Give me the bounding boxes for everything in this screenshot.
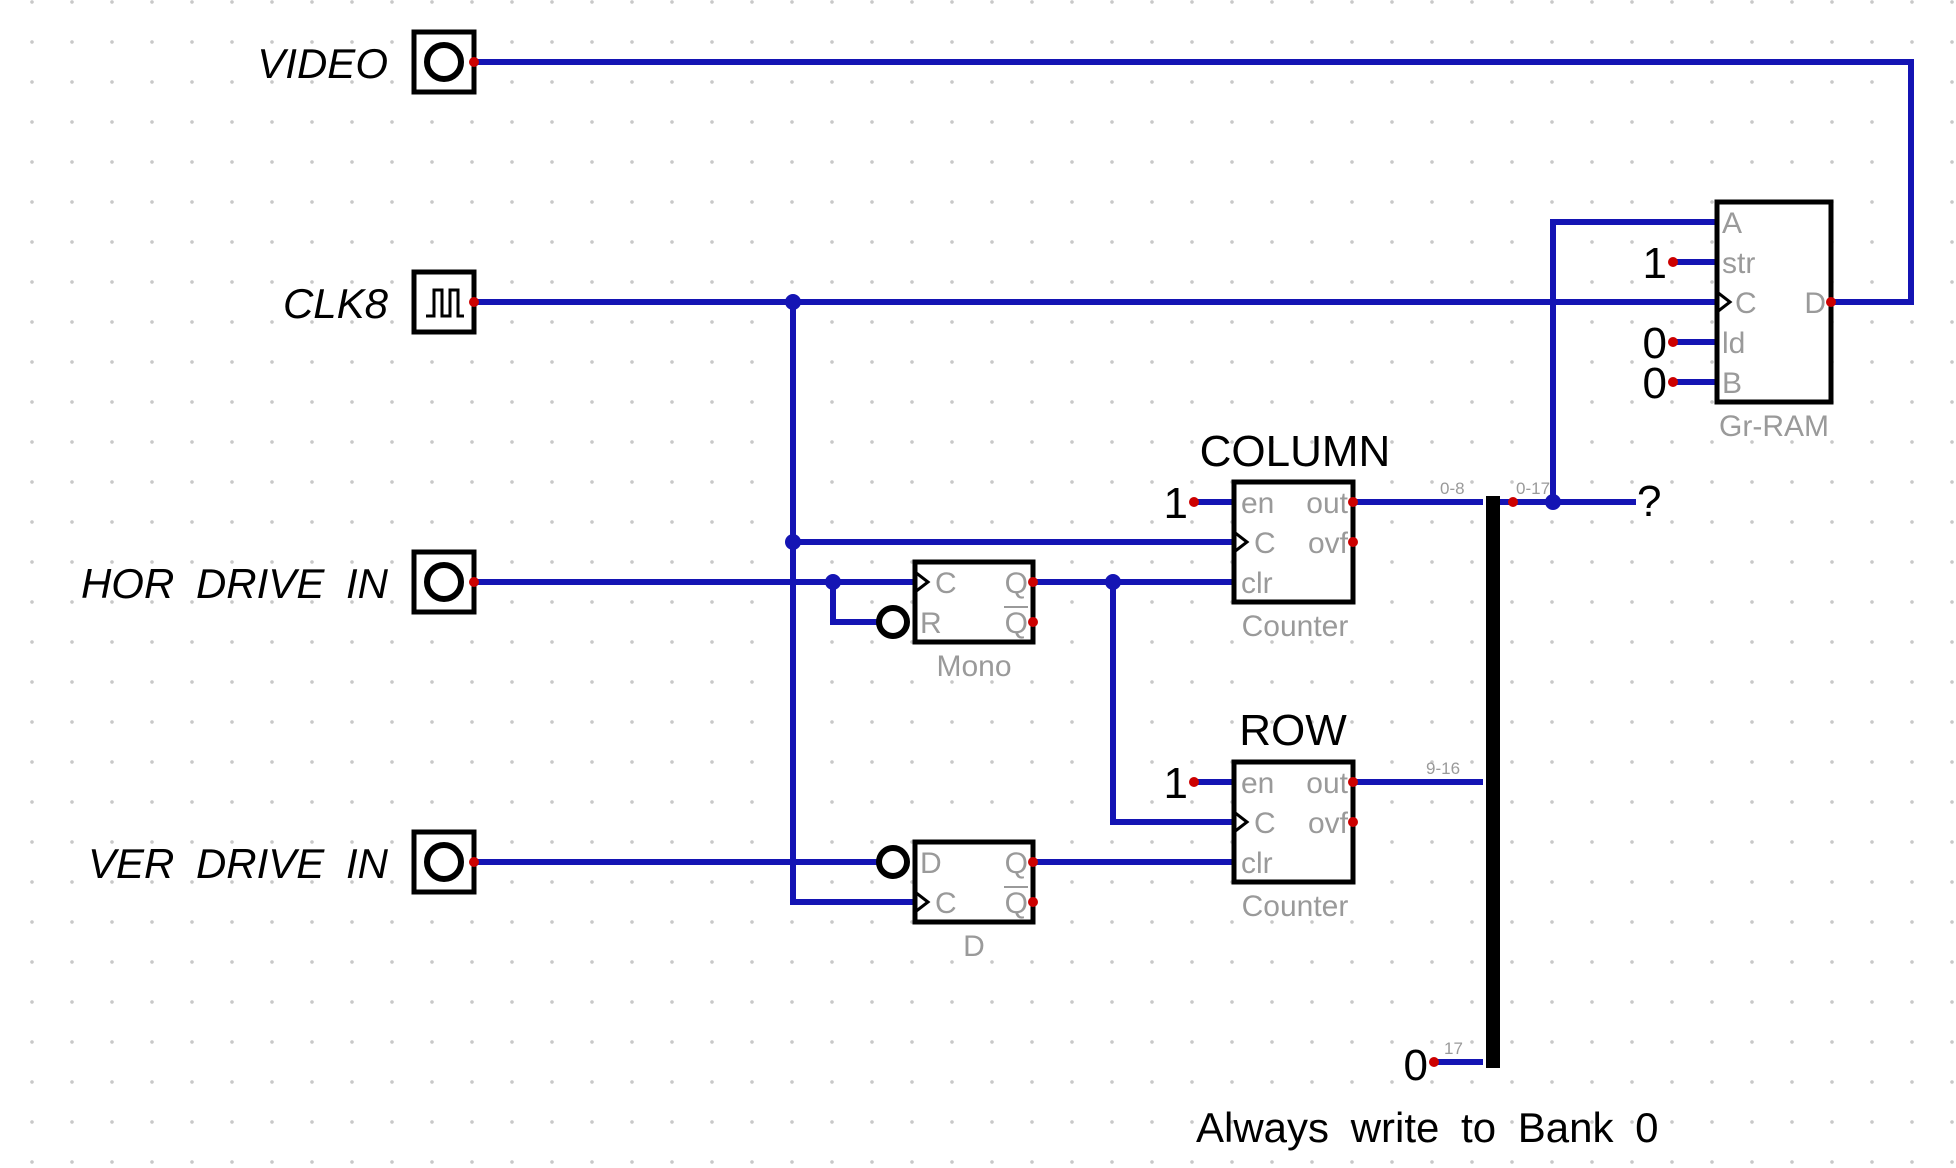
ram-str-const: 1 xyxy=(1643,239,1667,288)
dff-pin-qn: Q xyxy=(1005,887,1028,920)
ram-pin-ld: ld xyxy=(1722,327,1745,360)
wire-video xyxy=(471,59,1914,305)
dff-pin-d: D xyxy=(920,847,942,880)
wire-ram-a xyxy=(1550,219,1720,505)
column-counter[interactable]: en out C ovf clr xyxy=(1189,479,1358,605)
column-pin-c: C xyxy=(1254,527,1276,560)
input-hor-drive[interactable] xyxy=(411,549,479,615)
bus-out-pin xyxy=(1508,497,1518,507)
wire-hor-to-r xyxy=(830,579,880,625)
mono-component[interactable]: C R Q Q xyxy=(876,559,1038,645)
mono-inverter-bubble xyxy=(876,605,910,639)
label-hor-drive: HOR DRIVE IN xyxy=(81,560,389,607)
ram-pin-a: A xyxy=(1722,207,1742,240)
mono-label: Mono xyxy=(936,650,1011,683)
bank-const: 0 xyxy=(1404,1041,1428,1090)
ram-b-const: 0 xyxy=(1643,359,1667,408)
d-flipflop-component[interactable]: D C Q Q xyxy=(876,839,1038,925)
column-pin-clr: clr xyxy=(1241,567,1273,600)
wire-mono-to-row xyxy=(1110,579,1237,825)
input-video[interactable] xyxy=(411,29,479,95)
dff-pin-q: Q xyxy=(1005,847,1028,880)
input-ver-drive[interactable] xyxy=(411,829,479,895)
input-clk8[interactable] xyxy=(411,269,479,335)
ram-type-label: Gr-RAM xyxy=(1719,410,1829,443)
row-pin-en: en xyxy=(1241,767,1274,800)
row-pin-ovf: ovf xyxy=(1308,807,1349,840)
row-pin-out: out xyxy=(1306,767,1348,800)
row-type-label: Counter xyxy=(1242,890,1349,923)
bus-out-range: 0-17 xyxy=(1516,479,1550,498)
ram-pin-str: str xyxy=(1722,247,1755,280)
row-pin-c: C xyxy=(1254,807,1276,840)
mono-pin-qn: Q xyxy=(1005,607,1028,640)
bank-note: Always write to Bank 0 xyxy=(1196,1104,1659,1151)
ram-pin-d: D xyxy=(1804,287,1826,320)
bus-output-label: ? xyxy=(1637,477,1661,526)
gr-ram[interactable]: A str C ld B D xyxy=(1668,199,1836,405)
label-video: VIDEO xyxy=(257,40,388,87)
bus-bank-range: 17 xyxy=(1444,1039,1463,1058)
mono-pin-c: C xyxy=(935,567,957,600)
label-ver-drive: VER DRIVE IN xyxy=(88,840,389,887)
bus-col-range: 0-8 xyxy=(1440,479,1465,498)
junctions xyxy=(785,294,1561,590)
dff-inverter-bubble xyxy=(876,845,910,879)
dff-label: D xyxy=(963,930,985,963)
ram-pin-b: B xyxy=(1722,367,1742,400)
column-pin-out: out xyxy=(1306,487,1348,520)
row-pin-clr: clr xyxy=(1241,847,1273,880)
column-pin-en: en xyxy=(1241,487,1274,520)
ram-ld-const: 0 xyxy=(1643,319,1667,368)
wires xyxy=(471,59,1914,1065)
row-counter[interactable]: en out C ovf clr xyxy=(1189,759,1358,885)
row-title: ROW xyxy=(1239,706,1347,755)
column-pin-ovf: ovf xyxy=(1308,527,1349,560)
row-en-const: 1 xyxy=(1164,759,1188,808)
column-title: COLUMN xyxy=(1200,427,1391,476)
mono-pin-q: Q xyxy=(1005,567,1028,600)
label-clk8: CLK8 xyxy=(283,280,389,327)
clock-icon xyxy=(426,288,464,318)
mono-pin-r: R xyxy=(920,607,942,640)
ram-pin-c: C xyxy=(1735,287,1757,320)
column-en-const: 1 xyxy=(1164,479,1188,528)
bus-row-range: 9-16 xyxy=(1426,759,1460,778)
dff-pin-c: C xyxy=(935,887,957,920)
column-type-label: Counter xyxy=(1242,610,1349,643)
bank-const-pin xyxy=(1429,1057,1439,1067)
